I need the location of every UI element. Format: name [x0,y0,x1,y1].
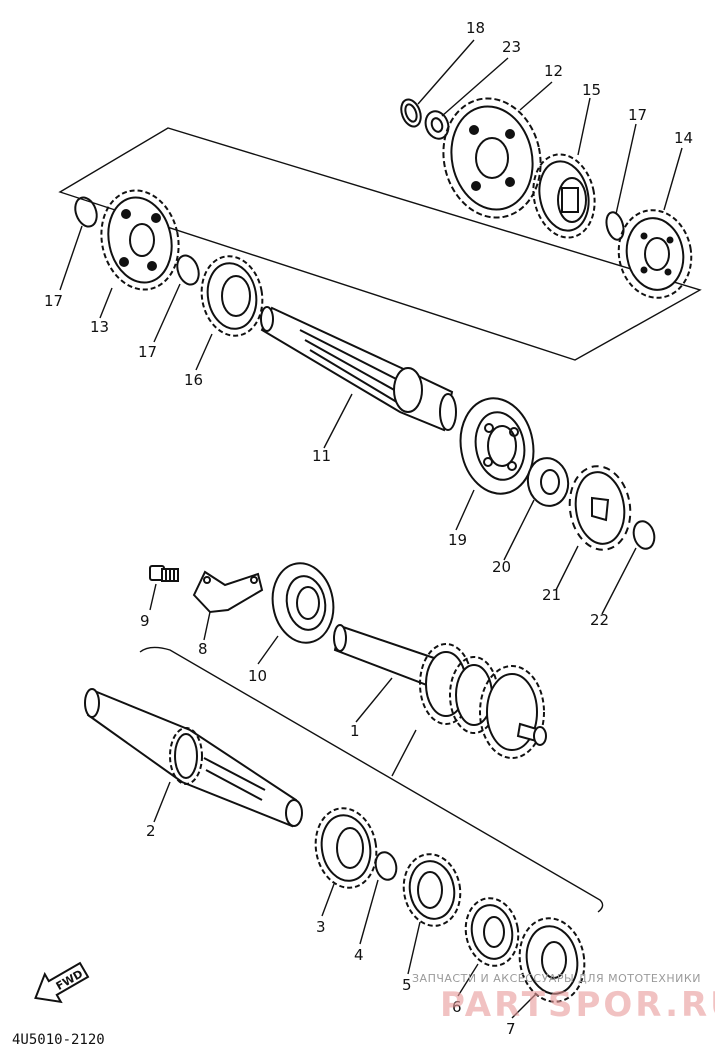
label-part-8: 8 [198,640,208,658]
label-part-7: 7 [506,1020,516,1038]
label-part-15: 15 [582,81,601,99]
label-part-11: 11 [312,447,331,465]
label-part-10: 10 [248,667,267,685]
label-part-14: 14 [674,129,693,147]
part-16-gear [200,255,264,337]
part-4-circlip [374,851,398,881]
part-9-bolt [149,565,179,582]
part-3-gear [314,807,378,889]
label-part-17-middle: 17 [138,343,157,361]
part-11-main-axle [260,306,457,432]
label-part-22: 22 [590,611,609,629]
label-part-20: 20 [492,558,511,576]
part-18-circlip [400,98,422,128]
watermark-logo: PARTSPOR.RU [440,985,715,1025]
label-part-16: 16 [184,371,203,389]
watermark-tagline: ЗАПЧАСТИ И АКСЕССУАРЫ ДЛЯ МОТОТЕХНИКИ [412,972,701,985]
label-part-9: 9 [140,612,150,630]
label-part-13: 13 [90,318,109,336]
label-part-1: 1 [350,722,360,740]
part-1-drive-axle [333,624,547,759]
part-15-gear [532,153,596,239]
part-6-gear [464,897,520,967]
label-part-4: 4 [354,946,364,964]
part-17-circlip-left [74,196,98,228]
part-7-gear [518,917,586,1003]
label-part-12: 12 [544,62,563,80]
label-part-17-right: 17 [628,106,647,124]
part-21-drive-sprocket [568,465,632,551]
label-part-6: 6 [452,998,462,1016]
part-8-stopper-plate [192,570,264,614]
label-part-23: 23 [502,38,521,56]
part-23-washer [424,110,450,140]
drive-axle-group-bracket [139,646,604,913]
diagram-code: 4U5010-2120 [12,1032,105,1048]
part-14-gear [617,209,693,299]
leader-lines [59,39,683,1019]
part-labels: 18 23 12 15 17 14 17 13 17 16 11 19 20 2… [44,19,693,1038]
label-part-19: 19 [448,531,467,549]
label-part-2: 2 [146,822,156,840]
part-17-circlip-right [605,211,625,241]
part-12-gear [442,97,542,219]
label-part-5: 5 [402,976,412,994]
part-20-collar [526,457,570,507]
part-5-gear [402,853,462,927]
main-axle-group-outline [58,127,702,361]
part-17-circlip-middle [176,254,200,286]
label-part-21: 21 [542,586,561,604]
label-part-18: 18 [466,19,485,37]
part-22-circlip [632,520,656,550]
part-10-bearing [271,562,335,644]
part-13-gear [100,189,180,291]
label-part-17-left: 17 [44,292,63,310]
fwd-arrow-icon: FWD [34,961,90,1004]
part-2-main-axle [84,688,303,828]
part-19-bearing [459,397,535,495]
label-part-3: 3 [316,918,326,936]
bracket-leader [391,729,417,777]
